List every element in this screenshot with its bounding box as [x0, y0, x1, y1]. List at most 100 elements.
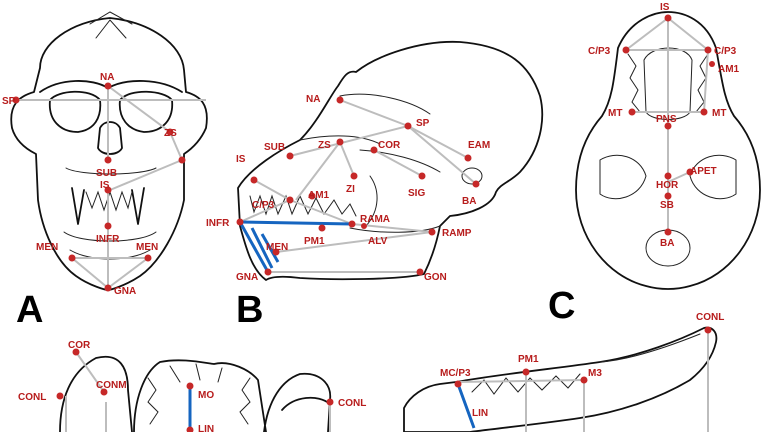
landmark-label-apet: APET	[690, 166, 717, 177]
landmark-dot-zs-lateral	[178, 156, 186, 164]
landmark-label-zi: ZI	[346, 184, 355, 195]
panel-c-letter: C	[548, 285, 575, 327]
landmark-dot-mo	[186, 382, 194, 390]
panel-a-letter: A	[16, 289, 43, 331]
landmark-dot-eam	[464, 154, 472, 162]
landmark-label-pm1: PM1	[518, 354, 539, 365]
landmark-label-sp: SP	[2, 96, 16, 107]
landmark-label-conl-right: CONL	[338, 398, 366, 409]
panel-a-canines	[71, 187, 145, 225]
landmark-dot-m3	[580, 376, 588, 384]
landmark-dot-zs	[336, 138, 344, 146]
panel-e-measurements	[457, 330, 709, 432]
panel-b-blue-measurements	[238, 220, 353, 273]
landmark-dot-na	[336, 96, 344, 104]
panel-a-landmarks: SP NA ZS SUB IS INFR MEN MEN GNA	[2, 72, 186, 297]
landmark-label-mc-p3: MC/P3	[440, 368, 471, 379]
landmark-dot-conl-left	[56, 392, 64, 400]
panel-d-mandible-outline	[59, 355, 332, 432]
landmark-dot-zi	[350, 172, 358, 180]
panel-b-teeth	[249, 194, 357, 217]
landmark-dot-mt-left	[628, 108, 636, 116]
landmark-label-c-p3-left: C/P3	[588, 46, 611, 57]
panel-a-maxilla	[65, 167, 157, 175]
panel-d-measurements	[65, 351, 331, 432]
panel-e-blue-measure	[456, 383, 476, 429]
landmark-label-cor: COR	[68, 340, 91, 351]
landmark-label-ba: BA	[462, 196, 476, 207]
landmark-label-na: NA	[306, 94, 320, 105]
landmark-label-zs: ZS	[164, 128, 177, 139]
landmark-label-sub: SUB	[96, 168, 117, 179]
panel-d-landmarks: COR CONL CONM MO LIN CONL	[18, 340, 366, 432]
panel-d-incisors	[169, 363, 223, 383]
panel-a-orbit-left	[48, 90, 102, 133]
landmark-dot-ramp	[428, 228, 436, 236]
landmark-dot-pm1	[522, 368, 530, 376]
landmark-dot-infr	[236, 218, 244, 226]
landmark-dot-mt-right	[700, 108, 708, 116]
landmark-label-men-left: MEN	[36, 242, 58, 253]
landmark-label-is: IS	[100, 180, 110, 191]
landmark-label-am1: AM1	[718, 64, 740, 75]
landmark-dot-apet	[686, 168, 694, 176]
panel-b-skull-outline	[237, 40, 544, 281]
landmark-label-lin: LIN	[472, 408, 488, 419]
landmark-dot-c-p3-right	[704, 46, 712, 54]
landmark-dot-sb	[664, 192, 672, 200]
panel-c: IS C/P3 C/P3 AM1 MT PNS MT APET HOR SB B…	[548, 2, 761, 327]
landmark-label-pm1: PM1	[304, 236, 325, 247]
landmark-dot-pns	[664, 122, 672, 130]
landmark-label-eam: EAM	[468, 140, 490, 151]
landmark-label-gna: GNA	[236, 272, 258, 283]
panel-e-molars	[471, 373, 581, 395]
panel-d-condyle-right	[281, 396, 331, 411]
landmark-label-infr: INFR	[206, 218, 230, 229]
landmark-label-gna: GNA	[114, 286, 136, 297]
panel-b-letter: B	[236, 289, 263, 331]
landmark-dot-sp	[12, 96, 20, 104]
landmark-dot-sub	[104, 156, 112, 164]
landmark-dot-gon	[416, 268, 424, 276]
panel-e: CONL PM1 M3 MC/P3 LIN	[403, 312, 724, 432]
landmark-label-mo: MO	[198, 390, 214, 401]
panel-c-skull-outline	[575, 11, 761, 290]
landmark-label-pns: PNS	[656, 114, 677, 125]
landmark-label-is: IS	[660, 2, 670, 13]
landmark-dot-conl-right	[326, 398, 334, 406]
landmark-label-cor: COR	[378, 140, 401, 151]
landmark-dot-pm1	[318, 224, 326, 232]
landmark-label-na: NA	[100, 72, 114, 83]
panel-b-landmarks: NA SP SUB ZS COR EAM IS ZI SIG BA AM1 C/…	[206, 94, 490, 283]
landmark-dot-lin	[186, 426, 194, 432]
landmark-label-zs: ZS	[318, 140, 331, 151]
landmark-dot-hor	[664, 172, 672, 180]
landmark-dot-sig	[418, 172, 426, 180]
panel-b-ear-canal	[461, 167, 483, 185]
landmark-label-ramp: RAMP	[442, 228, 472, 239]
landmark-dot-men-right	[144, 254, 152, 262]
landmark-dot-men	[272, 248, 280, 256]
landmark-label-sub: SUB	[264, 142, 285, 153]
landmark-dot-conm	[100, 388, 108, 396]
panel-b-jaw-lines	[349, 175, 441, 233]
landmark-dot-rama	[348, 220, 356, 228]
landmark-label-is: IS	[236, 154, 246, 165]
landmark-dot-alv	[361, 223, 367, 229]
panel-d-teeth	[147, 377, 251, 425]
landmark-label-infr: INFR	[96, 234, 120, 245]
landmark-dot-cor	[370, 146, 378, 154]
panel-a-measurements	[16, 85, 206, 289]
panel-e-landmarks: CONL PM1 M3 MC/P3 LIN	[440, 312, 724, 419]
landmark-dot-men-left	[68, 254, 76, 262]
landmark-label-conm: CONM	[96, 380, 127, 391]
panel-c-landmarks: IS C/P3 C/P3 AM1 MT PNS MT APET HOR SB B…	[588, 2, 740, 249]
panel-a-nasal	[97, 121, 123, 155]
landmark-dot-sub	[286, 152, 294, 160]
landmark-label-lin: LIN	[198, 424, 214, 432]
panel-c-temporal-fossae	[599, 154, 737, 200]
landmark-dot-am1	[709, 61, 715, 67]
panel-c-tooth-rows	[627, 53, 709, 113]
landmark-dot-c-p3	[286, 196, 294, 204]
